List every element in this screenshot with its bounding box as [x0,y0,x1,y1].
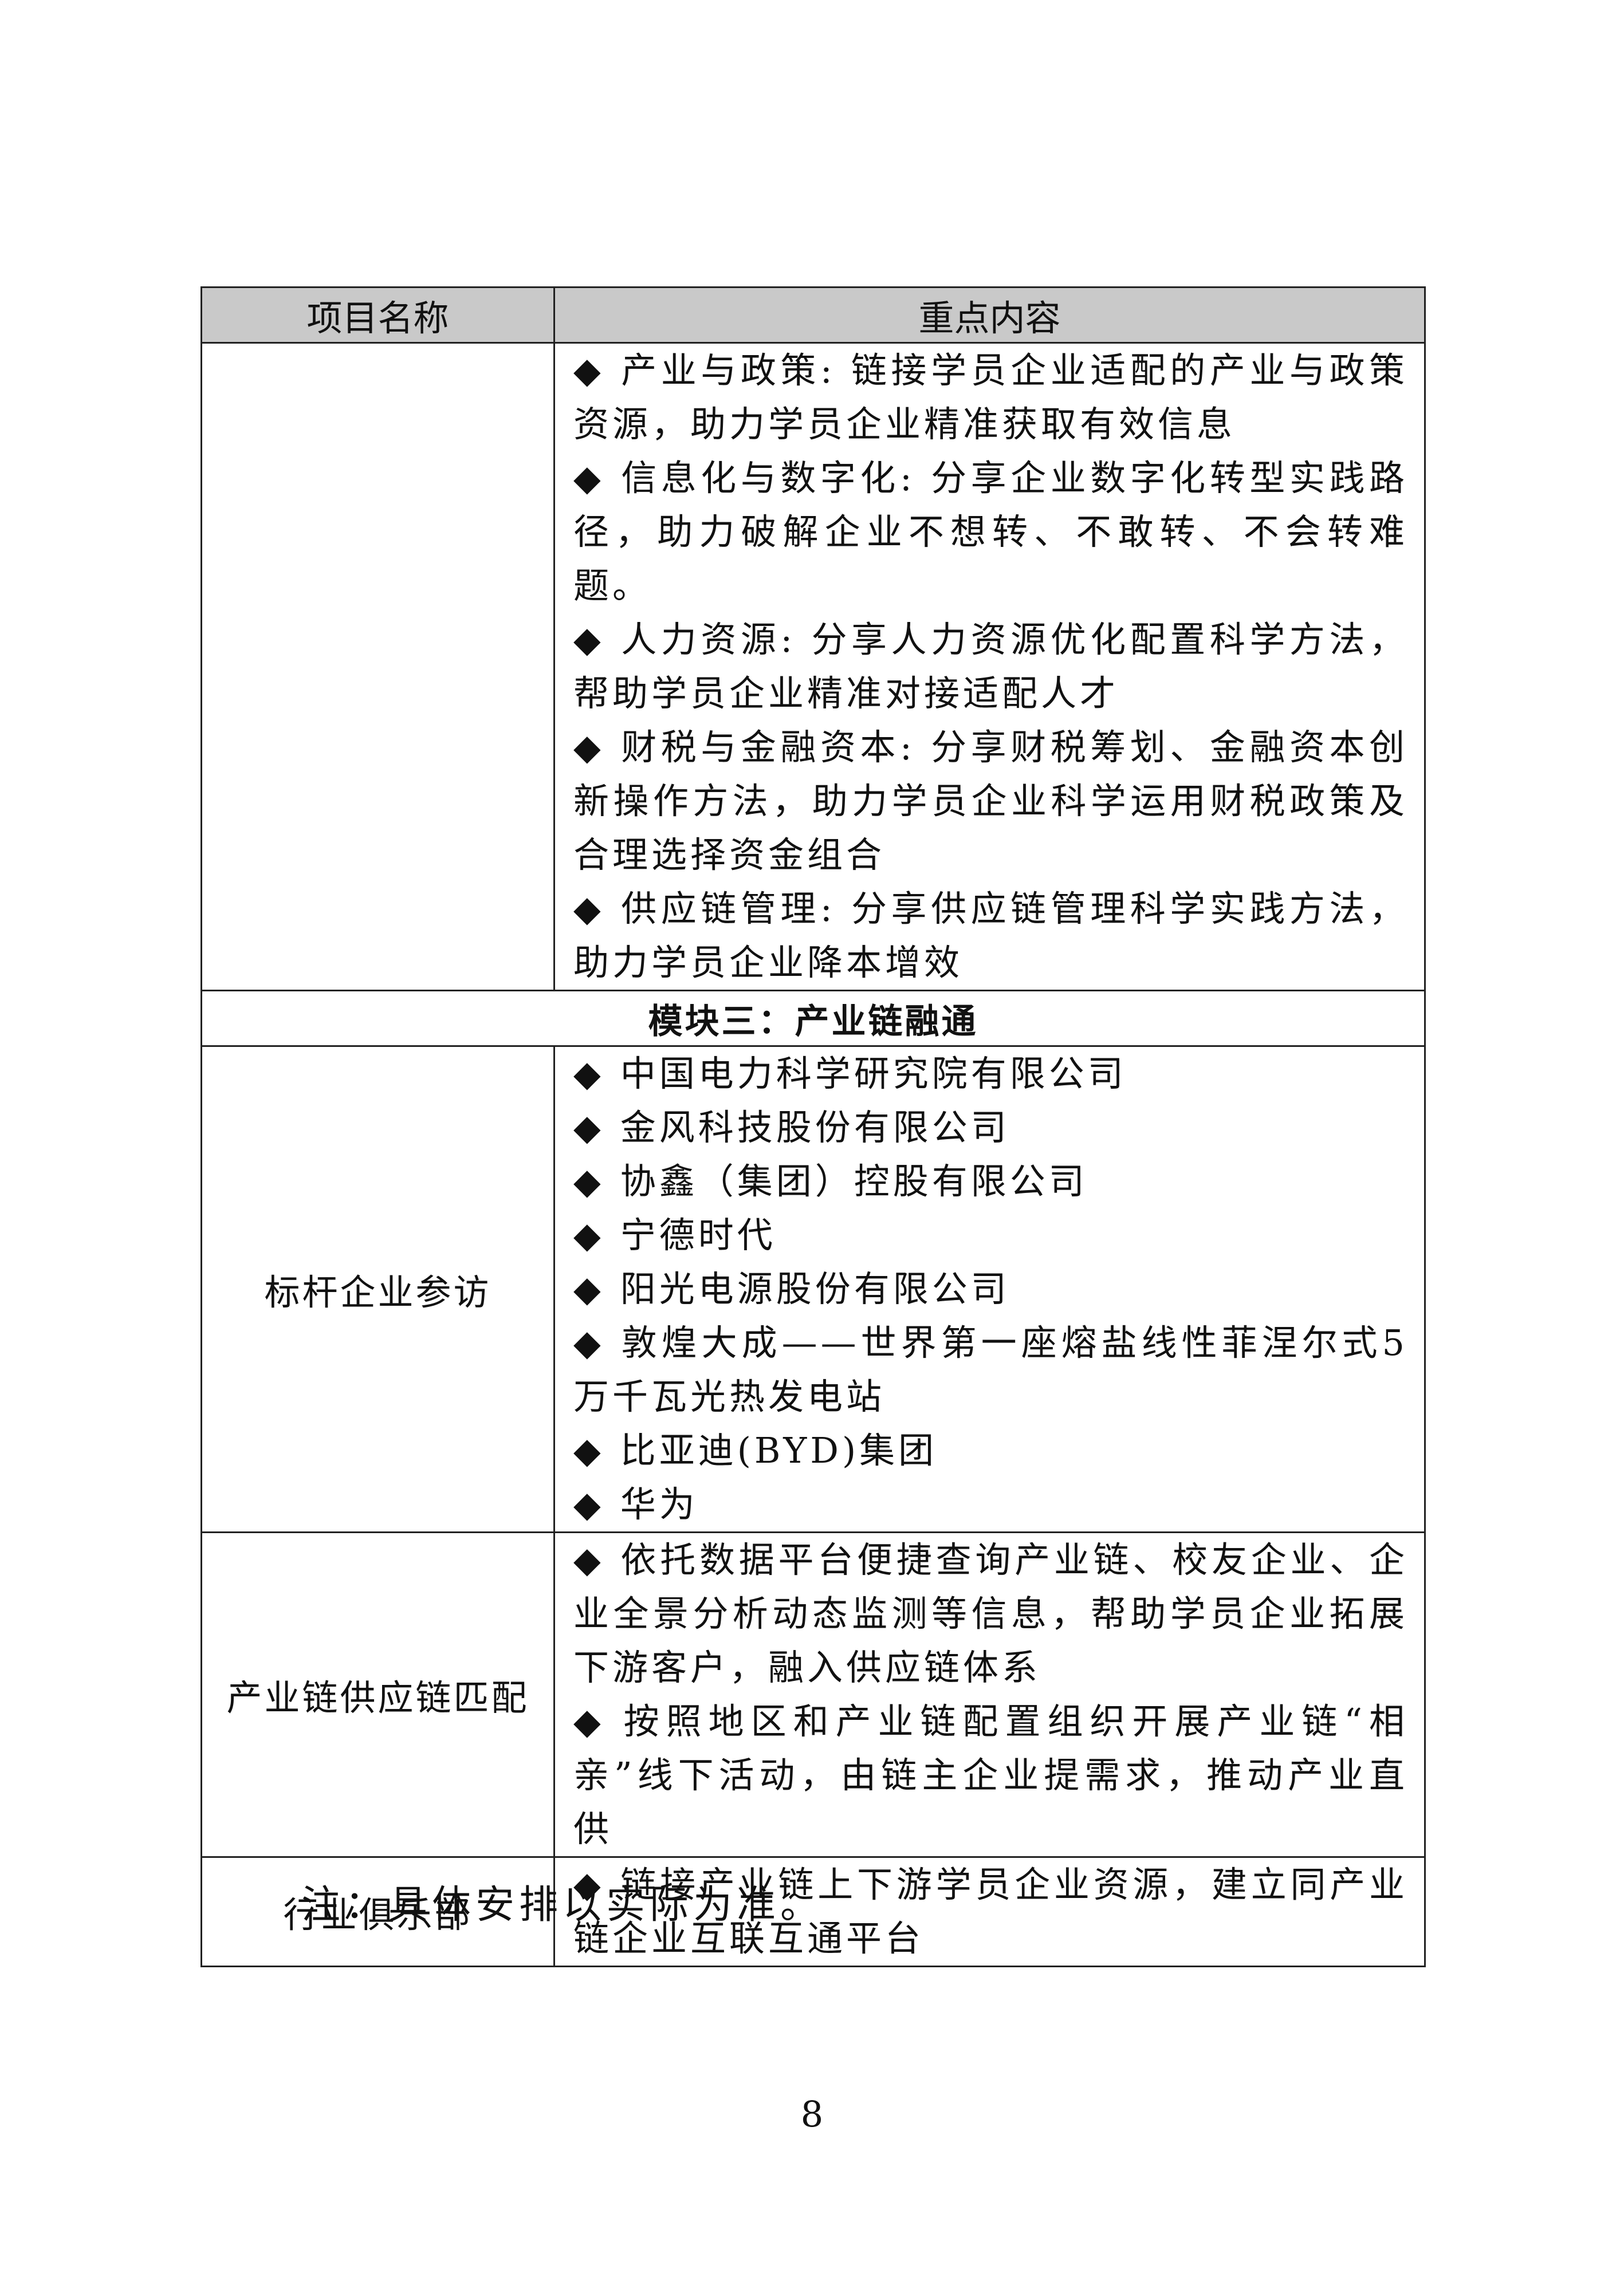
list-item: ◆供应链管理: 分享供应链管理科学实践方法，助力学员企业降本增效 [573,888,1408,983]
list-item: ◆链接产业链上下游学员企业资源，建立同产业链企业互联互通平台 [573,1864,1408,1959]
list-item: ◆华为 [573,1483,698,1525]
table-header-row: 项目名称 重点内容 [200,286,1426,344]
list-item: ◆人力资源: 分享人力资源优化配置科学方法，帮助学员企业精准对接适配人才 [573,619,1408,714]
row-name: 标杆企业参访 [200,1045,555,1533]
footnote: 注：具体安排以实际为准。 [301,1883,824,1928]
list-item: ◆比亚迪(BYD)集团 [573,1429,938,1471]
list-item: ◆协鑫（集团）控股有限公司 [573,1160,1088,1202]
header-key-content: 重点内容 [553,286,1426,344]
row-content: ◆依托数据平台便捷查询产业链、校友企业、企业全景分析动态监测等信息，帮助学员企业… [553,1531,1426,1858]
list-item: ◆阳光电源股份有限公司 [573,1268,1010,1310]
list-item: ◆中国电力科学研究院有限公司 [573,1053,1127,1094]
module-title-row: 模块三：产业链融通 [200,990,1426,1047]
row-content: ◆中国电力科学研究院有限公司 ◆金风科技股份有限公司 ◆协鑫（集团）控股有限公司… [553,1045,1426,1533]
row-name [200,342,555,991]
table-row: 标杆企业参访 ◆中国电力科学研究院有限公司 ◆金风科技股份有限公司 ◆协鑫（集团… [200,1045,1426,1533]
diamond-bullet-icon: ◆ [573,1106,604,1148]
row-name: 行业俱乐部 [200,1856,555,1967]
list-item: ◆财税与金融资本: 分享财税筹划、金融资本创新操作方法，助力学员企业科学运用财税… [573,726,1408,876]
page-number: 8 [800,2093,824,2135]
list-item: ◆信息化与数字化: 分享企业数字化转型实践路径，助力破解企业不想转、不敢转、不会… [573,457,1408,607]
list-item: ◆宁德时代 [573,1214,776,1256]
diamond-bullet-icon: ◆ [573,1700,608,1742]
diamond-bullet-icon: ◆ [573,619,605,660]
diamond-bullet-icon: ◆ [573,1429,604,1471]
diamond-bullet-icon: ◆ [573,1268,604,1310]
diamond-bullet-icon: ◆ [573,349,605,391]
diamond-bullet-icon: ◆ [573,1160,604,1202]
list-item: ◆依托数据平台便捷查询产业链、校友企业、企业全景分析动态监测等信息，帮助学员企业… [573,1539,1408,1688]
list-item: ◆产业与政策: 链接学员企业适配的产业与政策资源，助力学员企业精准获取有效信息 [573,349,1408,445]
diamond-bullet-icon: ◆ [573,1322,605,1364]
diamond-bullet-icon: ◆ [573,1539,605,1581]
diamond-bullet-icon: ◆ [573,457,605,499]
diamond-bullet-icon: ◆ [573,888,605,930]
table-row: ◆产业与政策: 链接学员企业适配的产业与政策资源，助力学员企业精准获取有效信息 … [200,342,1426,991]
row-name: 产业链供应链匹配 [200,1531,555,1858]
header-project-name: 项目名称 [200,286,555,344]
diamond-bullet-icon: ◆ [573,726,605,768]
diamond-bullet-icon: ◆ [573,1483,604,1525]
table-row: 行业俱乐部 ◆链接产业链上下游学员企业资源，建立同产业链企业互联互通平台 [200,1856,1426,1967]
diamond-bullet-icon: ◆ [573,1214,604,1256]
diamond-bullet-icon: ◆ [573,1864,605,1905]
diamond-bullet-icon: ◆ [573,1053,604,1094]
row-content: ◆产业与政策: 链接学员企业适配的产业与政策资源，助力学员企业精准获取有效信息 … [553,342,1426,991]
table-row: 产业链供应链匹配 ◆依托数据平台便捷查询产业链、校友企业、企业全景分析动态监测等… [200,1531,1426,1858]
list-item: ◆金风科技股份有限公司 [573,1106,1010,1148]
list-item: ◆敦煌大成——世界第一座熔盐线性菲涅尔式5万千瓦光热发电站 [573,1322,1409,1417]
program-table: 项目名称 重点内容 ◆产业与政策: 链接学员企业适配的产业与政策资源，助力学员企… [200,286,1426,1967]
list-item: ◆按照地区和产业链配置组织开展产业链“相亲”线下活动，由链主企业提需求，推动产业… [573,1700,1408,1850]
module-title: 模块三：产业链融通 [200,990,1426,1047]
row-content: ◆链接产业链上下游学员企业资源，建立同产业链企业互联互通平台 [553,1856,1426,1967]
